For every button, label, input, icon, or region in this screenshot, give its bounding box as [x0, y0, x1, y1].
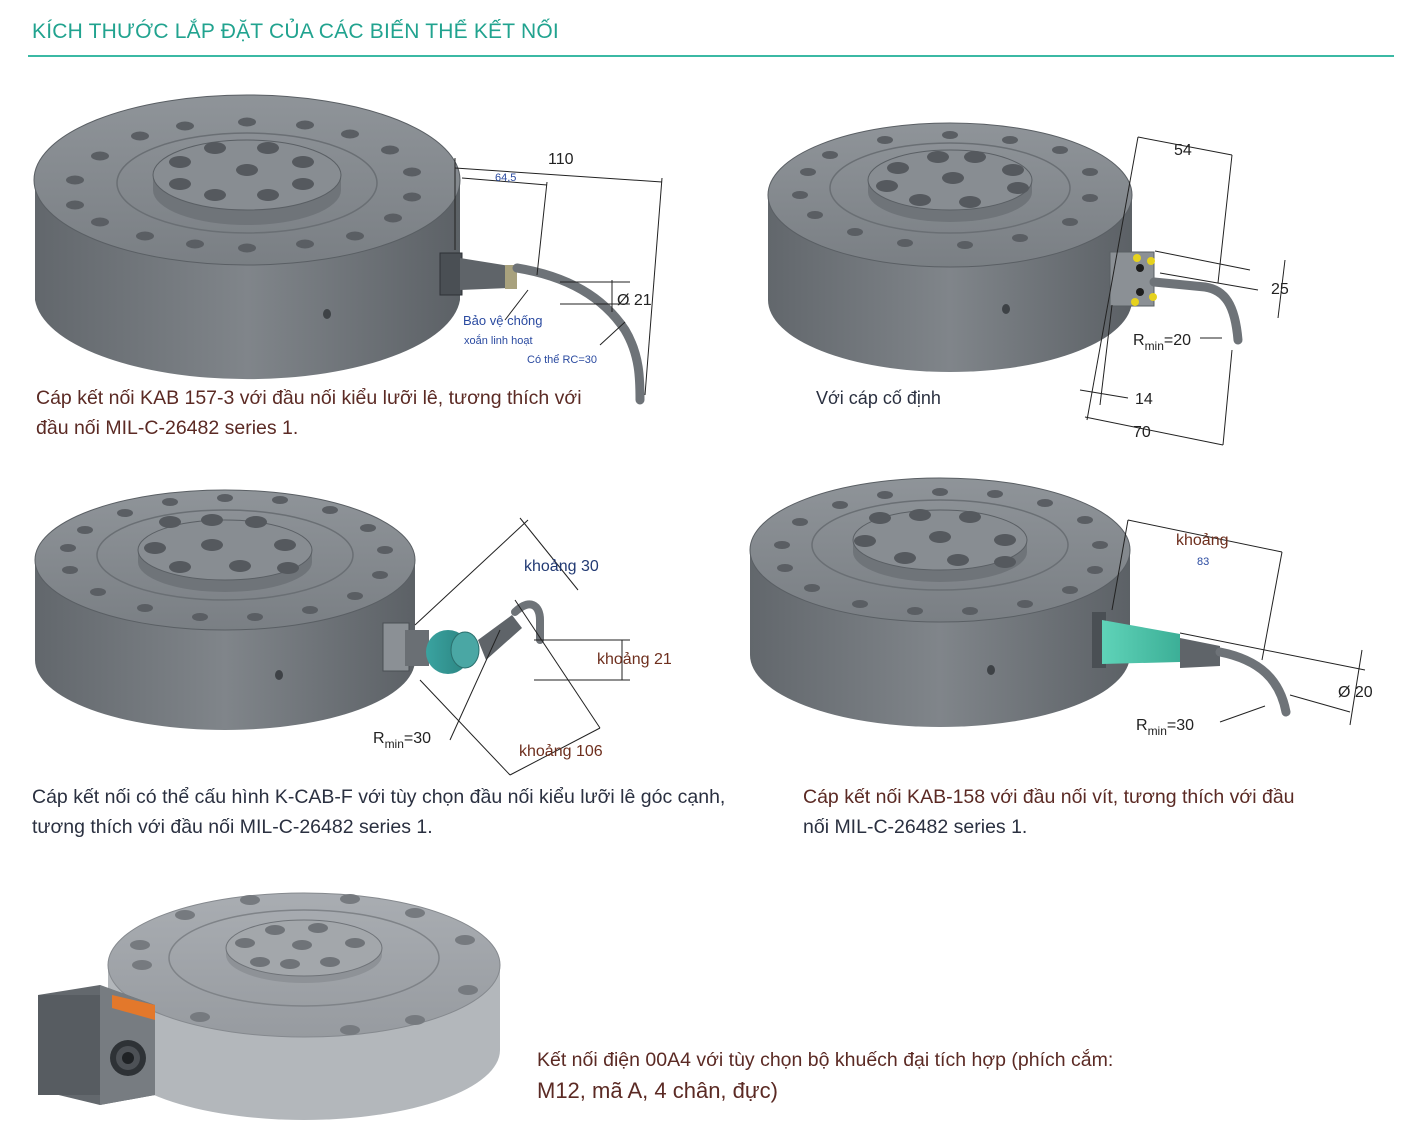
dim-d21: Ø 21	[617, 292, 652, 309]
dim-approx-30: khoảng 30	[524, 558, 599, 575]
note-strain-relief-2: xoắn linh hoạt	[464, 334, 533, 347]
dim-d20: Ø 20	[1338, 684, 1373, 701]
caption-00a4: Kết nối điện 00A4 với tùy chọn bộ khuếch…	[537, 1045, 1113, 1107]
caption-kab157: Cáp kết nối KAB 157-3 với đầu nối kiểu l…	[36, 383, 582, 443]
dim-70: 70	[1133, 424, 1151, 441]
load-cell-kab157	[33, 94, 645, 405]
caption-line: M12, mã A, 4 chân, đực)	[537, 1078, 778, 1103]
load-cell-fixed-cable	[767, 122, 1243, 372]
dim-approx-83-value: 83	[1197, 556, 1209, 568]
load-cell-kcabf	[34, 489, 544, 730]
caption-line: tương thích với đầu nối MIL-C-26482 seri…	[32, 816, 433, 838]
dim-approx-83-label: khoảng	[1176, 532, 1229, 549]
caption-line: Với cáp cố định	[816, 388, 941, 408]
note-strain-relief-1: Bảo vệ chống	[463, 313, 543, 328]
caption-line: Cáp kết nối KAB-158 với đầu nối vít, tươ…	[803, 786, 1295, 808]
dim-54: 54	[1174, 142, 1192, 159]
load-cell-00a4	[38, 892, 501, 1120]
dim-approx-21: khoảng 21	[597, 651, 672, 668]
header-divider	[28, 55, 1394, 57]
load-cell-kab158	[749, 477, 1291, 727]
dim-rmin-30-a: Rmin=30	[373, 730, 431, 751]
page-title: KÍCH THƯỚC LẮP ĐẶT CỦA CÁC BIẾN THỂ KẾT …	[32, 20, 559, 43]
caption-line: đầu nối MIL-C-26482 series 1.	[36, 417, 299, 439]
dim-rmin-30-b: Rmin=30	[1136, 717, 1194, 738]
caption-line: Cáp kết nối KAB 157-3 với đầu nối kiểu l…	[36, 387, 582, 409]
dim-64-5: 64,5	[495, 172, 516, 184]
dim-approx-106: khoảng 106	[519, 743, 603, 760]
caption-line: Cáp kết nối có thể cấu hình K-CAB-F với …	[32, 786, 726, 808]
dimension-lines-4	[1111, 519, 1366, 726]
dim-rmin-20: Rmin=20	[1133, 332, 1191, 353]
dimension-lines-2	[1079, 136, 1286, 446]
caption-kcabf: Cáp kết nối có thể cấu hình K-CAB-F với …	[32, 782, 725, 842]
dim-110: 110	[548, 151, 574, 168]
dim-14: 14	[1135, 391, 1153, 408]
caption-line: nối MIL-C-26482 series 1.	[803, 816, 1028, 838]
caption-kab158: Cáp kết nối KAB-158 với đầu nối vít, tươ…	[803, 782, 1295, 842]
caption-line: Kết nối điện 00A4 với tùy chọn bộ khuếch…	[537, 1049, 1114, 1071]
caption-fixed-cable: Với cáp cố định	[816, 383, 941, 413]
dimension-lines-1	[454, 158, 663, 396]
dim-25: 25	[1271, 281, 1289, 298]
note-rc30: Có thể RC=30	[527, 354, 597, 366]
dimension-lines-3	[414, 517, 630, 776]
